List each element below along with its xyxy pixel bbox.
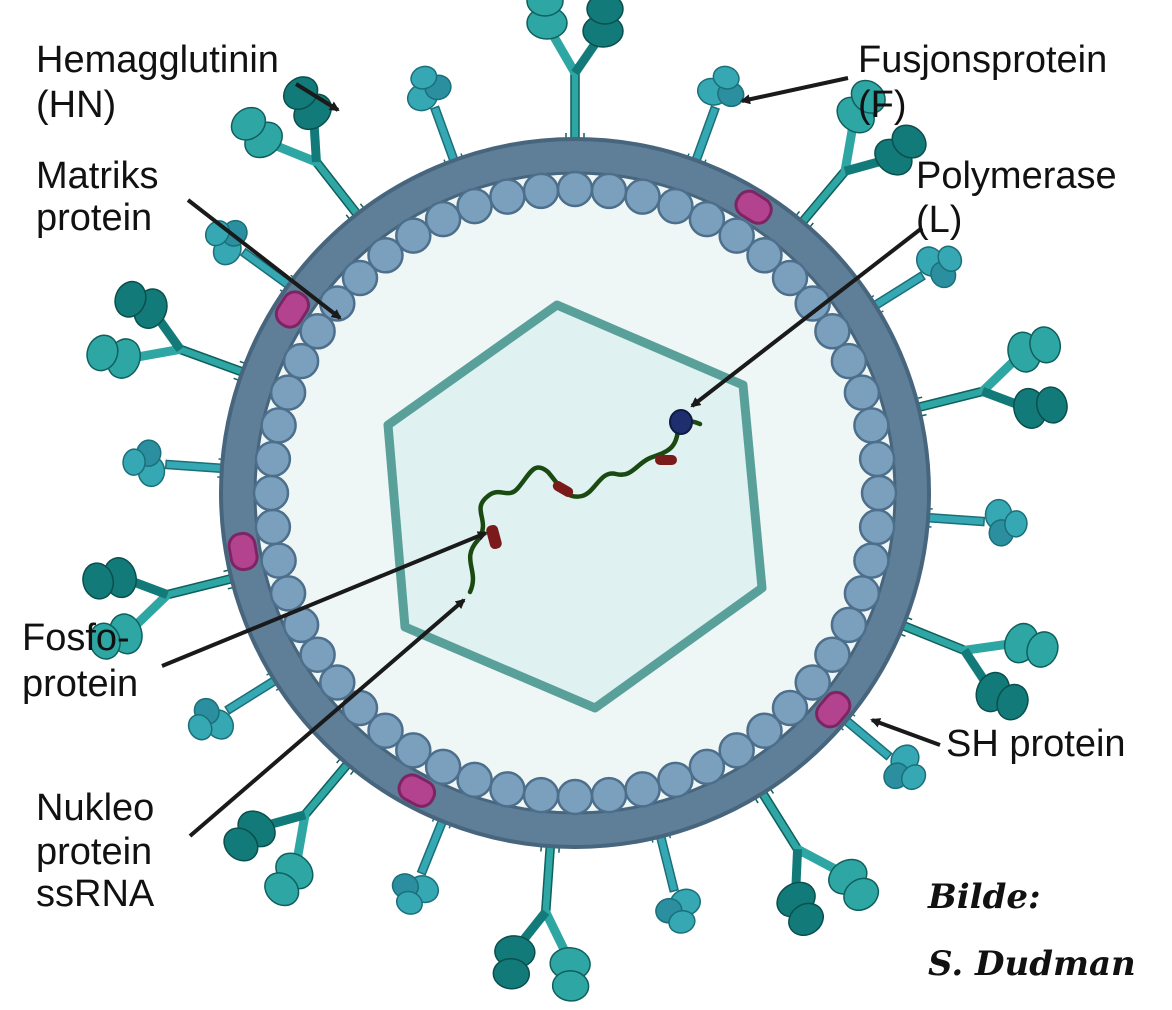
matrix-protein-bead [718, 732, 755, 769]
hemagglutinin-spike [896, 326, 1068, 429]
matrix-protein-bead [424, 748, 462, 786]
matrix-protein-bead [624, 771, 661, 808]
phosphoprotein [552, 481, 574, 497]
image-credit: Bilde: S. Dudman [927, 877, 1136, 984]
matrix-protein-bead [771, 259, 809, 297]
matrix-protein-bead [489, 178, 526, 215]
hemagglutinin-spike [223, 742, 368, 907]
arrow-matriks [186, 198, 342, 320]
matrix-protein-bead [522, 776, 560, 814]
sh-protein [227, 531, 259, 572]
matrix-protein-bead [556, 170, 594, 208]
matrix-protein-bead [718, 217, 755, 254]
arrow-nukleo [188, 598, 466, 838]
matrix-protein-bead [858, 508, 896, 546]
hemagglutinin-spike [526, 0, 624, 159]
fusion-protein-spike [187, 662, 296, 741]
matrix-protein-bead [269, 374, 307, 411]
matrix-protein-bead [830, 606, 868, 644]
matrix-protein-bead [341, 259, 379, 297]
hemagglutinin-spike [743, 771, 880, 937]
matrix-protein-bead [746, 712, 783, 749]
matrix-protein-bead [269, 575, 307, 612]
matrix-protein-bead [367, 237, 404, 274]
matrix-protein-bead [657, 187, 694, 225]
sh-protein [274, 290, 311, 329]
matrix-protein-bead [830, 342, 868, 380]
matrix-protein-bead [260, 407, 297, 444]
label-hemagglutinin: Hemagglutinin (HN) [36, 39, 289, 126]
matrix-protein-bead [688, 748, 726, 786]
polymerase-L [669, 409, 693, 435]
matrix-protein-bead [319, 664, 356, 701]
matrix-protein-bead [299, 636, 336, 673]
matrix-protein-bead [853, 407, 890, 444]
matrix-protein-bead [456, 761, 493, 799]
label-matriks: Matriks protein [36, 155, 169, 239]
fusion-protein-spike [122, 439, 241, 488]
matrix-protein-bead [489, 771, 526, 808]
matrix-protein-bead [794, 285, 831, 322]
arrow-polymerase [690, 226, 924, 408]
matrix-protein-bead [860, 474, 898, 512]
matrix-protein-bead [590, 172, 628, 210]
matrix-protein-bead [657, 761, 694, 799]
hemagglutinin-spike [492, 825, 591, 1002]
hemagglutinin-spike [230, 76, 378, 236]
sh-proteins [227, 189, 852, 808]
matrix-protein-bead [556, 778, 594, 816]
matrix-protein-bead [858, 440, 896, 478]
matrix-protein-bead [282, 342, 320, 380]
matrix-protein-bead [843, 374, 881, 411]
nucleocapsid [383, 300, 767, 713]
label-nukleo: Nukleo protein ssRNA [36, 787, 165, 915]
label-sh: SH protein [946, 723, 1126, 765]
arrow-sh [870, 718, 941, 747]
matrix-protein-bead [771, 689, 809, 727]
matrix-protein-bead [522, 172, 560, 210]
phosphoprotein [486, 524, 502, 550]
sh-protein [397, 773, 437, 808]
label-fusjonsprotein: Fusjonsprotein (F) [858, 39, 1118, 126]
hemagglutinin-spike [86, 280, 265, 388]
matrix-protein-bead [395, 217, 432, 254]
matrix-protein-bead [424, 200, 462, 238]
matrix-protein-bead [254, 508, 292, 546]
matrix-protein-layer [252, 170, 898, 816]
phosphoprotein [655, 455, 677, 465]
surface-glycoproteins [82, 0, 1068, 1002]
matrix-protein-bead [367, 712, 404, 749]
matrix-protein-bead [814, 636, 851, 673]
matrix-protein-bead [746, 237, 783, 274]
matrix-protein-bead [252, 474, 290, 512]
label-fosfo: Fosfo- protein [22, 617, 140, 705]
hemagglutinin-spike [782, 79, 927, 244]
matrix-protein-bead [260, 542, 297, 579]
matrix-protein-bead [794, 664, 831, 701]
matrix-protein-bead [254, 440, 292, 478]
arrow-fosfo [161, 531, 488, 668]
sh-protein [734, 189, 773, 225]
hemagglutinin-spike [881, 609, 1059, 721]
label-polymerase: Polymerase (L) [916, 155, 1127, 241]
matrix-protein-bead [853, 542, 890, 579]
matrix-protein-bead [843, 575, 881, 612]
matrix-protein-bead [688, 200, 726, 238]
matrix-protein-bead [456, 187, 493, 225]
arrow-fusjonsprotein [740, 76, 849, 105]
matrix-protein-bead [299, 313, 336, 350]
matrix-protein-bead [395, 732, 432, 769]
matrix-protein-bead [590, 776, 628, 814]
matrix-protein-bead [624, 178, 661, 215]
arrow-hemagglutinin [294, 82, 340, 112]
matrix-protein-bead [814, 313, 851, 350]
sh-protein [815, 690, 852, 729]
